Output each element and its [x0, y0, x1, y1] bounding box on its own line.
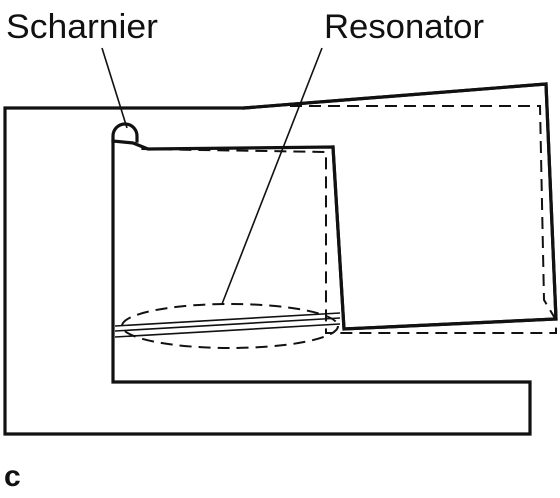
hinge-leader-line	[101, 47, 128, 129]
hinge	[111, 122, 139, 143]
panel-label: c	[4, 460, 21, 493]
hinge-label: Scharnier	[6, 8, 158, 46]
resonator-vibration-envelope	[121, 303, 339, 349]
moving-block-rest-outline	[139, 105, 557, 334]
resonator-label: Resonator	[324, 8, 484, 46]
resonator-beam	[114, 312, 341, 338]
moving-block	[242, 82, 558, 331]
frame-body	[3, 82, 558, 436]
resonator-leader-line	[221, 47, 323, 305]
